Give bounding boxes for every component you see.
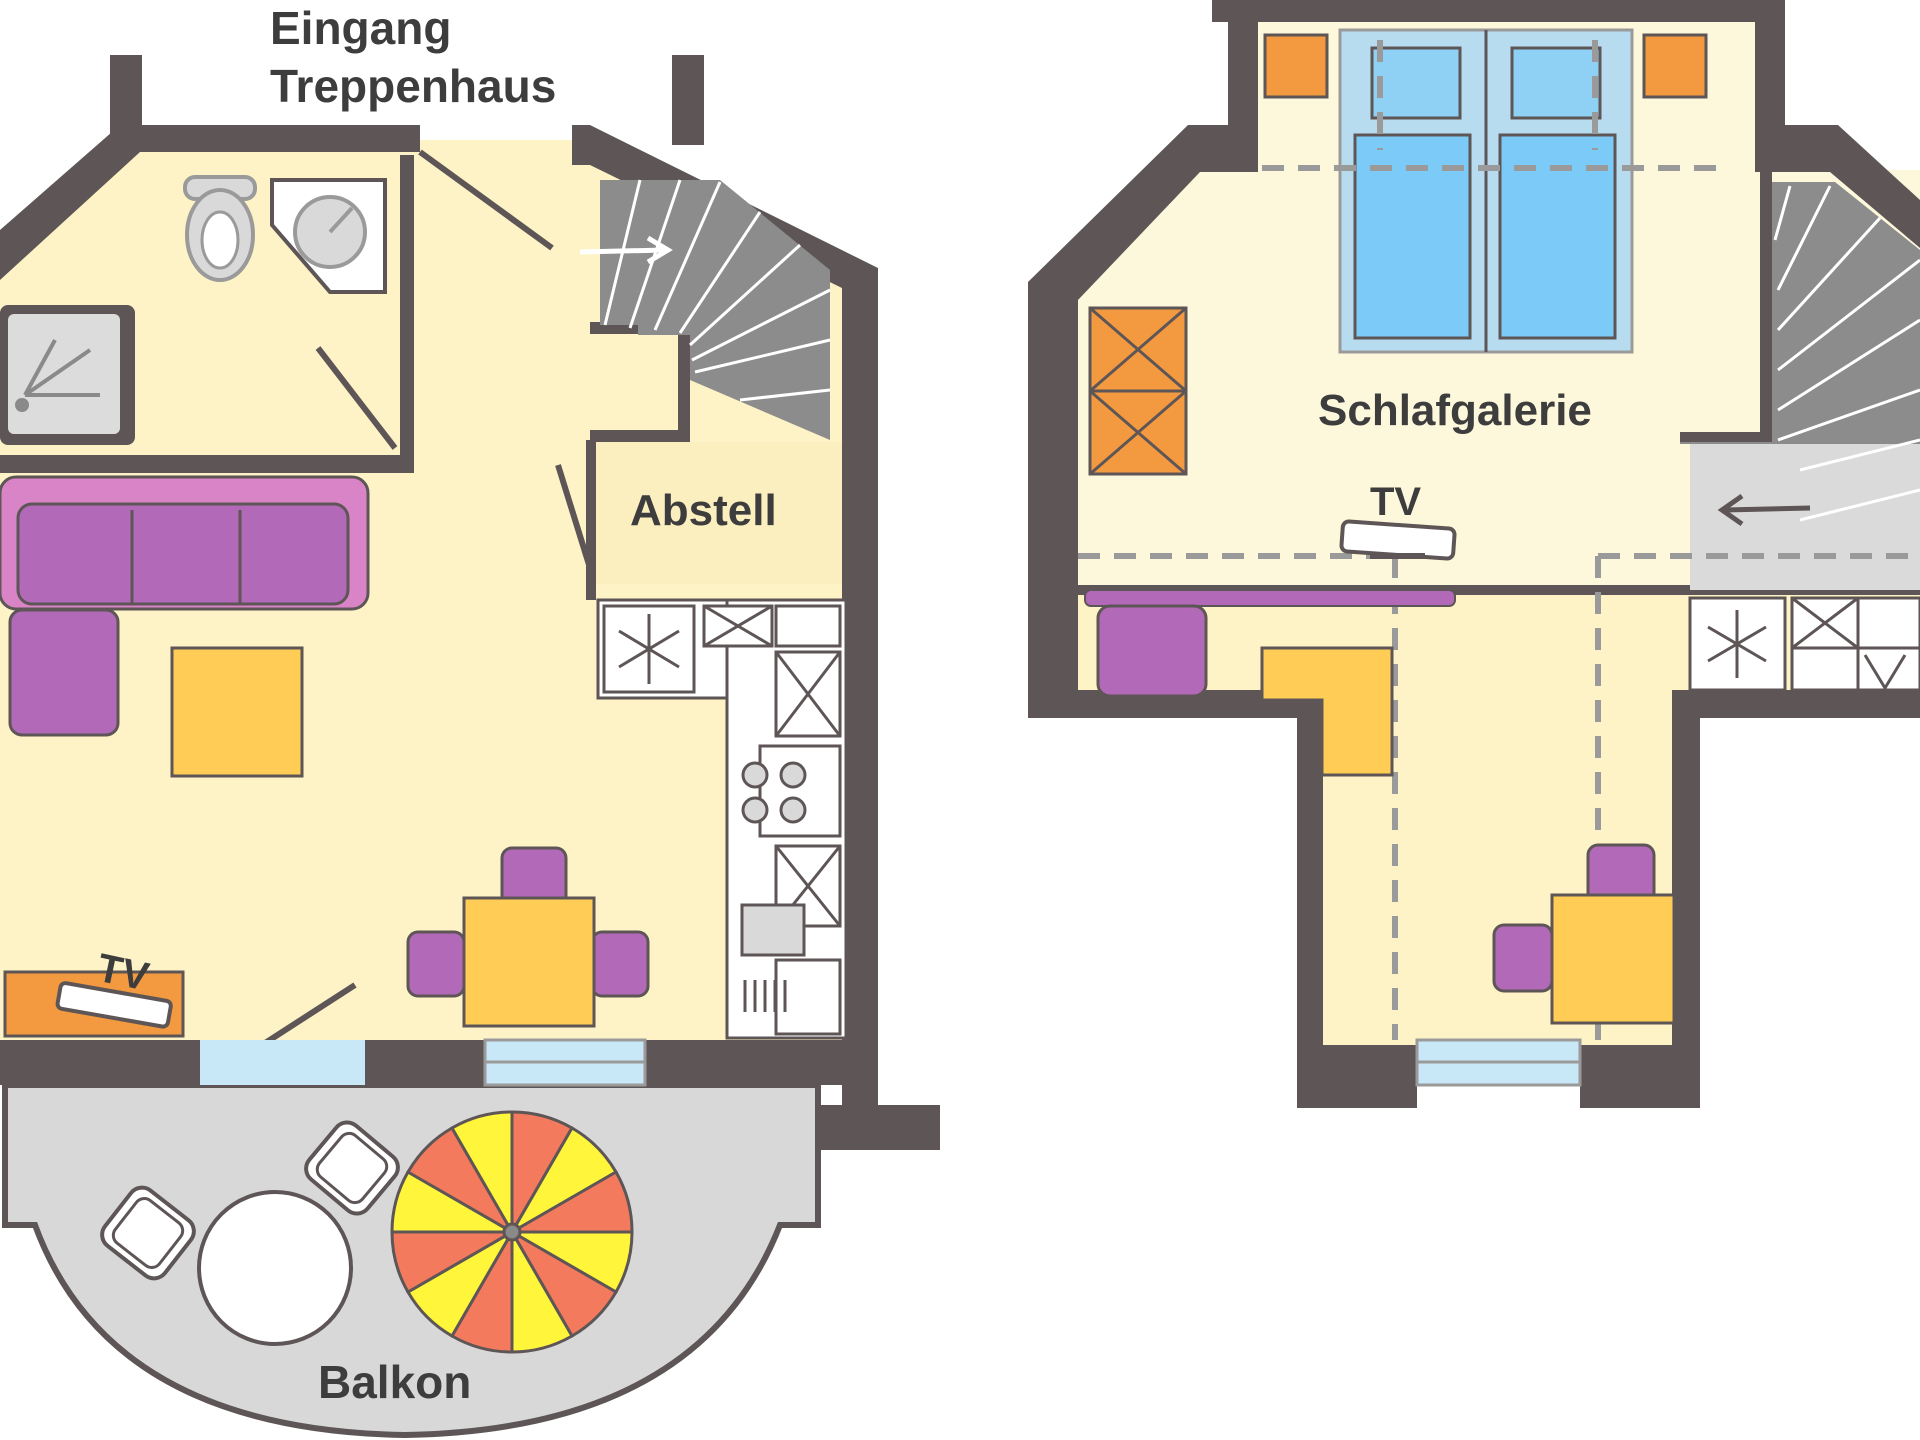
balcony-chair-1 — [100, 1185, 196, 1281]
balcony-table — [197, 1190, 353, 1346]
corner-sofa — [0, 475, 370, 737]
bathroom — [0, 175, 387, 445]
balcony-chair-2 — [304, 1120, 400, 1216]
staircase-ground — [579, 179, 831, 440]
tv-gallery-label: TV — [1370, 480, 1421, 524]
storage-room — [596, 442, 842, 584]
kitchen-sink — [740, 903, 806, 957]
kitchen-gallery — [1688, 596, 1920, 692]
sleeping-gallery-label: Schlafgalerie — [1318, 386, 1592, 435]
nightstand-left — [1263, 33, 1329, 99]
gallery-dining-table — [1550, 893, 1676, 1025]
stove — [758, 744, 842, 838]
tv-gallery-icon — [1339, 519, 1457, 561]
gallery-coffee-table — [1260, 646, 1394, 777]
entrance-label-line2: Treppenhaus — [270, 60, 556, 112]
snowflake-gallery-icon — [1707, 610, 1767, 678]
gallery-sofa — [1084, 589, 1456, 698]
ground-floor-area — [0, 130, 860, 1040]
wardrobe — [1088, 306, 1188, 476]
stair-arrow — [579, 247, 666, 255]
snowflake-icon — [618, 614, 680, 684]
dining-table — [462, 896, 596, 1028]
staircase-gallery — [1680, 182, 1920, 590]
gallery-dining-set — [1492, 843, 1676, 1025]
gallery-lower-floor — [1070, 590, 1920, 1045]
balcony-label: Balkon — [318, 1356, 471, 1408]
balcony-door-window — [200, 1040, 365, 1085]
nightstand-right — [1642, 33, 1708, 99]
parasol — [390, 1110, 634, 1354]
tv-ground-label: TV — [93, 946, 152, 1000]
entrance-label-line1: Eingang — [270, 2, 451, 54]
ground-floor-plan: Eingang Treppenhaus Abstell Balkon TV — [0, 2, 940, 1439]
dining-set — [406, 846, 650, 1028]
tv-ground-icon — [55, 981, 173, 1029]
double-bed — [1338, 28, 1634, 354]
storage-label: Abstell — [630, 486, 777, 535]
stair-arrow-gallery — [1724, 505, 1811, 513]
gallery-floor-plan: Schlafgalerie TV — [1028, 0, 1920, 1108]
coffee-table — [170, 646, 304, 778]
